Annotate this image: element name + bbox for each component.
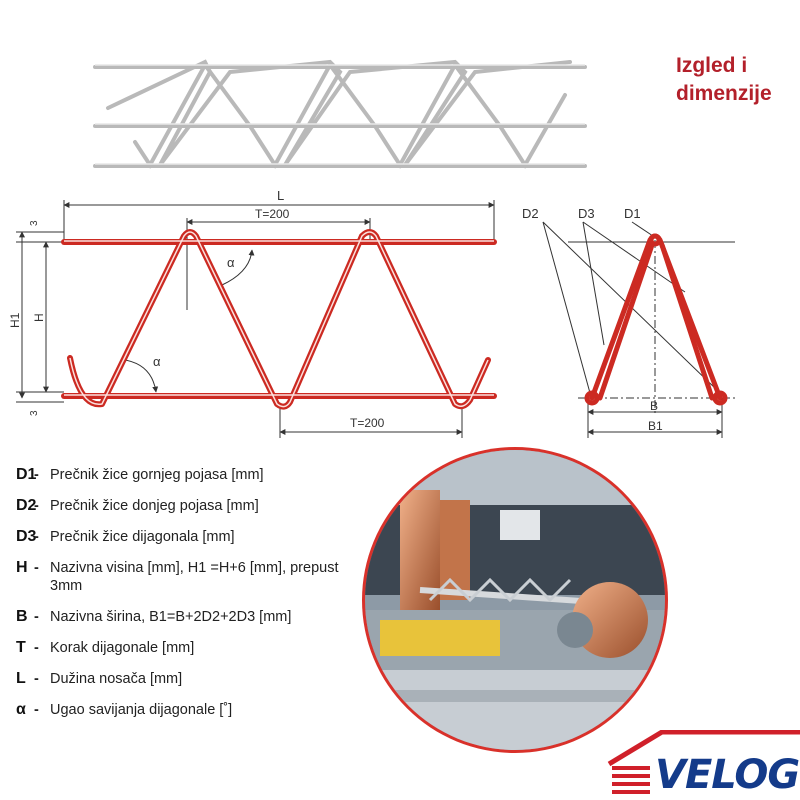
legend-text: Nazivna visina [mm], H1 =H+6 [mm], prepu…: [50, 560, 339, 594]
legend-list: D1 - Prečnik žice gornjeg pojasa [mm] D2…: [16, 466, 346, 732]
label-T-top: T=200: [255, 207, 290, 221]
velog-logo-icon: [607, 730, 800, 794]
legend-item-h: H - Nazivna visina [mm], H1 =H+6 [mm], p…: [16, 559, 346, 595]
label-3-top: 3: [29, 220, 40, 226]
legend-symbol: D2: [16, 497, 37, 514]
label-B1: B1: [648, 419, 663, 433]
legend-symbol: L: [16, 670, 26, 687]
label-alpha-top: α: [227, 255, 235, 270]
label-alpha-bottom: α: [153, 354, 161, 369]
legend-symbol: α: [16, 701, 26, 718]
legend-text: Nazivna širina, B1=B+2D2+2D3 [mm]: [50, 609, 292, 625]
label-D2: D2: [522, 206, 539, 221]
legend-symbol: H: [16, 559, 28, 576]
legend-item-d2: D2 - Prečnik žice donjeg pojasa [mm]: [16, 497, 346, 515]
cross-section: D2 D3 D1 B B1: [522, 206, 735, 438]
label-D1: D1: [624, 206, 641, 221]
truss-3d-highlight: [95, 64, 585, 165]
label-H: H: [32, 313, 46, 322]
legend-item-d1: D1 - Prečnik žice gornjeg pojasa [mm]: [16, 466, 346, 484]
title-line-2: dimenzije: [676, 82, 772, 105]
legend-text: Prečnik žice donjeg pojasa [mm]: [50, 498, 259, 514]
label-L: L: [277, 188, 284, 203]
label-D3: D3: [578, 206, 595, 221]
legend-text: Korak dijagonale [mm]: [50, 640, 195, 656]
legend-item-l: L - Dužina nosača [mm]: [16, 670, 346, 688]
label-B: B: [650, 399, 658, 413]
legend-item-d3: D3 - Prečnik žice dijagonala [mm]: [16, 528, 346, 546]
legend-text: Prečnik žice gornjeg pojasa [mm]: [50, 467, 264, 483]
legend-symbol: B: [16, 608, 28, 625]
label-3-bottom: 3: [29, 410, 40, 416]
legend-symbol: D3: [16, 528, 37, 545]
legend-text: Ugao savijanja dijagonale [˚]: [50, 702, 233, 718]
machine-photo: [362, 447, 668, 753]
logo-text: VELOG: [655, 752, 800, 798]
legend-text: Dužina nosača [mm]: [50, 671, 183, 687]
section-title: Izgled i dimenzije: [676, 52, 772, 108]
title-line-1: Izgled i: [676, 54, 748, 77]
legend-item-t: T - Korak dijagonale [mm]: [16, 639, 346, 657]
legend-item-b: B - Nazivna širina, B1=B+2D2+2D3 [mm]: [16, 608, 346, 626]
side-elevation: L T=200 T=200 α α H1 H 3 3: [8, 188, 497, 438]
legend-item-alpha: α - Ugao savijanja dijagonale [˚]: [16, 701, 346, 719]
label-T-bottom: T=200: [350, 416, 385, 430]
truss-3d-view: [93, 59, 587, 169]
legend-symbol: D1: [16, 466, 37, 483]
legend-symbol: T: [16, 639, 26, 656]
legend-text: Prečnik žice dijagonala [mm]: [50, 529, 235, 545]
label-H1: H1: [8, 312, 22, 328]
